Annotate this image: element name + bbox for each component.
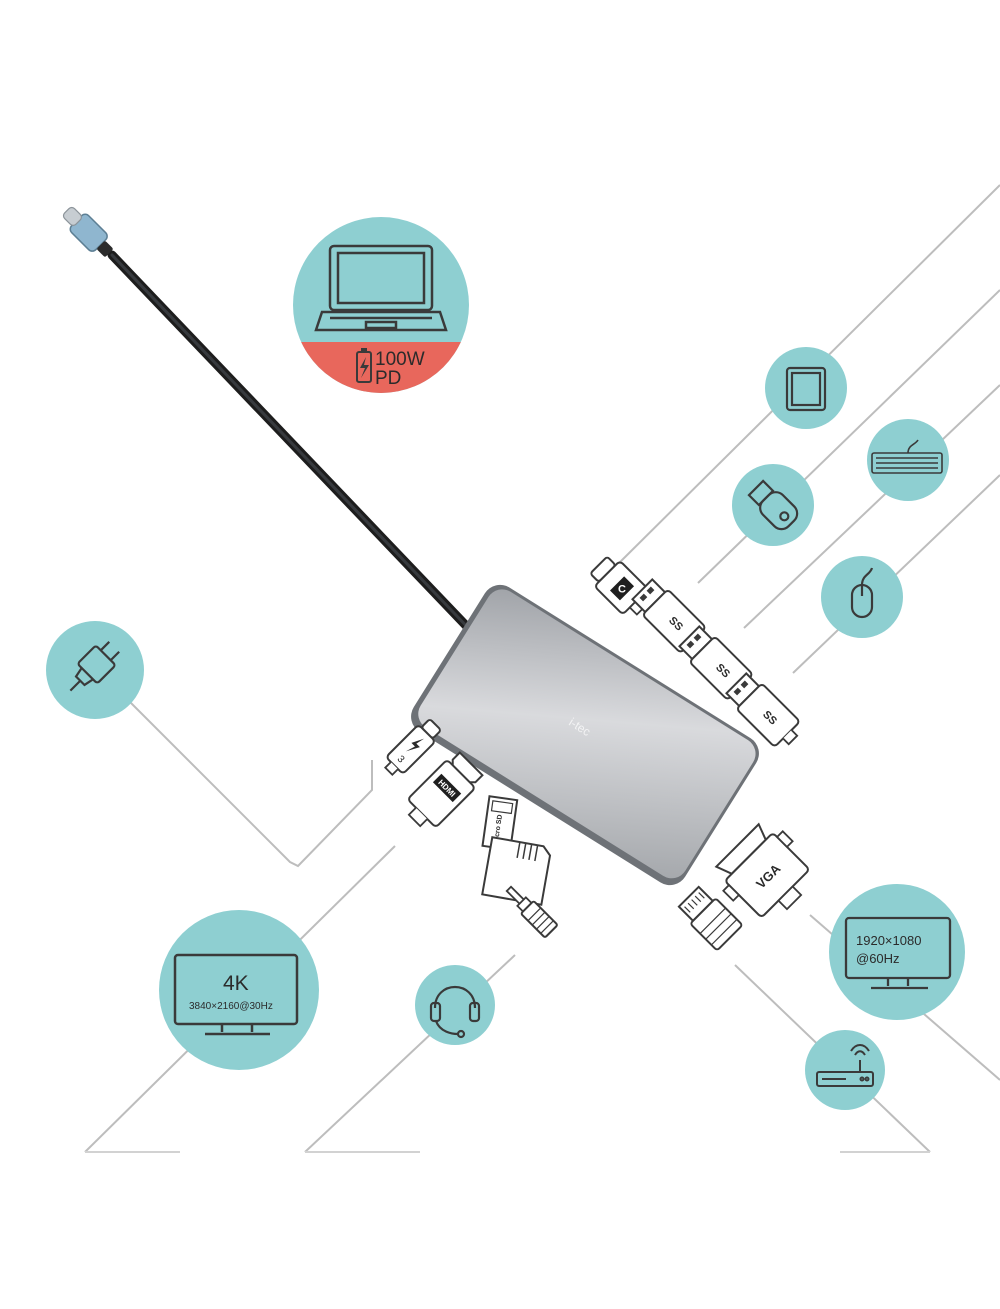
monitor-4k-title: 4K [223, 972, 249, 995]
usb-c-letter: C [618, 583, 626, 595]
power-value: 100W [375, 349, 425, 370]
power-plug-icon [69, 641, 120, 692]
router-circle [805, 1030, 885, 1110]
router-icon [816, 1044, 874, 1087]
monitor-vga-circle: 1920×1080 @60Hz [829, 884, 965, 1020]
headset-circle [415, 965, 495, 1045]
laptop-icon [314, 244, 448, 332]
sd-card [481, 836, 552, 906]
power-adapter-circle [46, 621, 144, 719]
usb-flash-drive-icon [747, 479, 799, 531]
keyboard-icon [871, 439, 943, 474]
mouse-circle [821, 556, 903, 638]
wire-usb-3 [792, 474, 1000, 674]
wire-usb-2 [743, 384, 1000, 629]
tablet-circle [765, 347, 847, 429]
power-unit: PD [375, 368, 401, 389]
wire-power [127, 699, 373, 868]
keyboard-circle [867, 419, 949, 501]
tablet-icon [785, 366, 827, 412]
battery-icon [356, 348, 372, 383]
monitor-4k-circle: 4K 3840×2160@30Hz [159, 910, 319, 1070]
vga-connector: VGA [714, 822, 809, 917]
monitor-vga-resolution: 1920×1080 [856, 933, 921, 948]
flash-drive-circle [732, 464, 814, 546]
monitor-icon [173, 953, 299, 1036]
usb-a-connector-3: SS [725, 672, 800, 747]
micro-sd-label: micro SD [493, 814, 504, 845]
thunderbolt-connector: 3 [383, 719, 441, 777]
audio-jack-connector [505, 885, 558, 938]
usb-c-cable [62, 206, 480, 640]
ethernet-connector [677, 885, 743, 951]
headset-icon [429, 985, 481, 1039]
usb-c-hub: i-tec [411, 584, 759, 886]
mouse-icon [850, 567, 874, 619]
laptop-power-circle: 100W PD [293, 217, 469, 393]
monitor-icon [844, 916, 952, 990]
monitor-vga-refresh: @60Hz [856, 951, 900, 966]
monitor-4k-resolution: 3840×2160@30Hz [189, 1001, 273, 1012]
hdmi-connector: HDMI [407, 751, 484, 828]
